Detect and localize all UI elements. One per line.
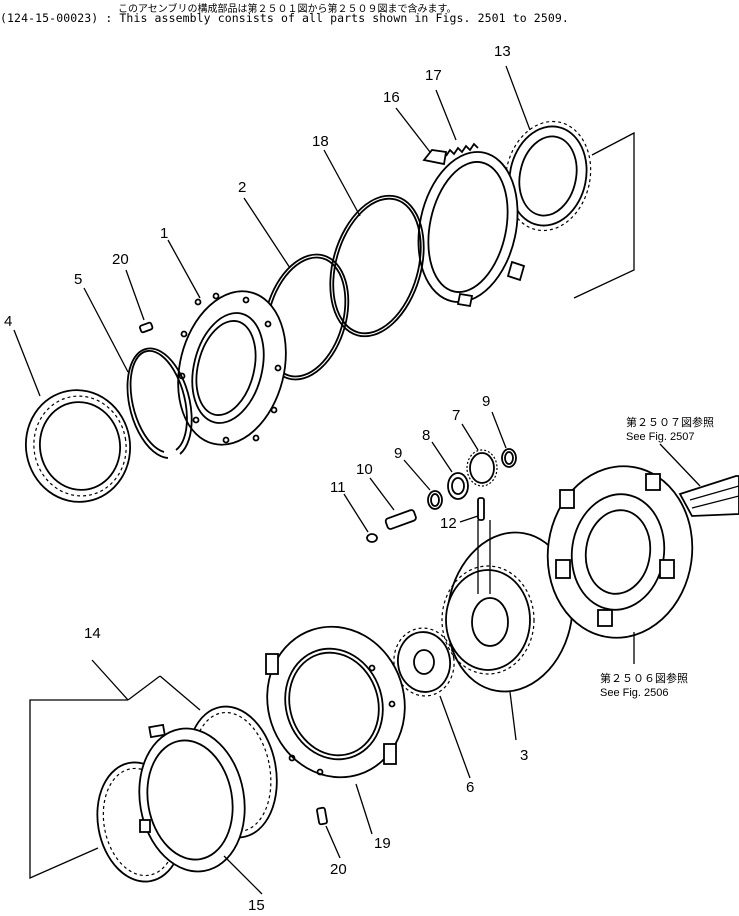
ref-2507-jp: 第２５０７図参照 xyxy=(626,415,714,429)
part-13-toothed-ring xyxy=(504,120,592,232)
part-8-bearing xyxy=(447,472,469,500)
leader-14-bracket xyxy=(29,699,128,879)
part-1-housing xyxy=(177,290,287,446)
callout-12: 12 xyxy=(440,515,457,532)
callout-6: 6 xyxy=(466,779,474,796)
part-15-plate xyxy=(138,723,246,873)
part-18-spring xyxy=(445,142,479,157)
callout-17: 18 xyxy=(312,133,329,150)
callout-5: 5 xyxy=(74,271,82,288)
part-20-pin-upper xyxy=(138,321,154,334)
callout-18: 17 xyxy=(425,67,442,84)
callout-14: 14 xyxy=(84,625,101,642)
part-16-plate xyxy=(417,149,526,308)
reference-assembly-output xyxy=(546,465,739,639)
part-9-washer-right xyxy=(501,448,517,468)
callout-4: 4 xyxy=(4,313,12,330)
ref-2506-en: See Fig. 2506 xyxy=(600,687,669,699)
callout-1: 1 xyxy=(160,225,168,242)
callout-8: 8 xyxy=(422,427,430,444)
part-19-housing xyxy=(265,625,406,779)
callout-3: 3 xyxy=(520,747,528,764)
callout-9-right: 9 xyxy=(482,393,490,410)
part-17-ring xyxy=(329,194,425,338)
header-english-note: (124-15-00023) : This assembly consists … xyxy=(0,11,569,25)
callout-15: 15 xyxy=(248,897,265,914)
leader-lines xyxy=(13,65,701,895)
callout-20-lower: 20 xyxy=(330,861,347,878)
part-11-ball xyxy=(366,533,378,543)
callout-9-left: 9 xyxy=(394,445,402,462)
figure-references: 第２５０７図参照 See Fig. 2507 第２５０６図参照 See Fig.… xyxy=(600,415,714,699)
callout-11: 11 xyxy=(330,479,346,496)
callout-13: 13 xyxy=(494,43,511,60)
callout-10: 10 xyxy=(356,461,373,478)
callout-19: 19 xyxy=(374,835,391,852)
part-20-pin-lower xyxy=(316,806,328,826)
ref-2507-en: See Fig. 2507 xyxy=(626,431,695,443)
header-japanese-note: このアセンブリの構成部品は第２５０１図から第２５０９図まで含みます。 xyxy=(118,4,457,15)
ref-2506-jp: 第２５０６図参照 xyxy=(600,671,688,685)
callout-20-upper: 20 xyxy=(112,251,129,268)
part-6-sun-gear xyxy=(393,627,455,697)
callout-2: 2 xyxy=(238,179,246,196)
part-5-snap-ring xyxy=(126,347,193,459)
leader-13-bracket xyxy=(573,131,635,299)
part-4-gear-ring xyxy=(24,389,132,503)
callout-16: 16 xyxy=(383,89,400,106)
part-7-gear xyxy=(466,449,498,487)
part-9-washer-left xyxy=(427,490,443,510)
part-12-pin xyxy=(477,497,485,521)
callout-7: 7 xyxy=(452,407,460,424)
callout-labels: 13 17 16 18 2 1 20 5 4 9 7 8 9 10 11 12 … xyxy=(4,43,528,914)
part-10-shaft xyxy=(384,509,417,530)
part-3-carrier xyxy=(441,520,574,693)
